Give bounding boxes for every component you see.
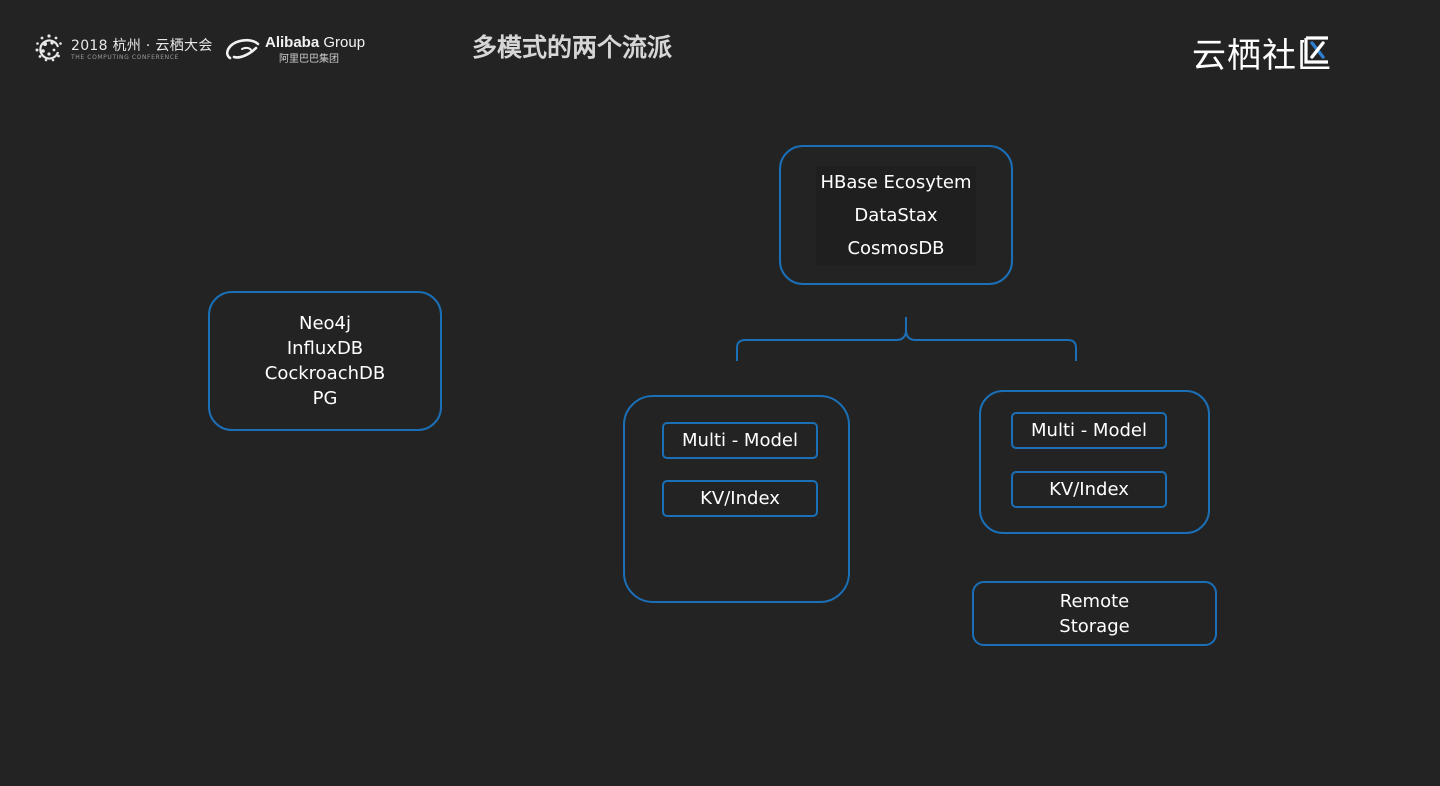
box-line: InfluxDB [286, 338, 364, 359]
multi-model-layer: Multi - Model [662, 422, 818, 459]
box-line: Remote [1059, 590, 1130, 612]
integrated-stack-box [623, 395, 850, 603]
conference-subtitle: THE COMPUTING CONFERENCE [71, 54, 179, 61]
alibaba-group-logo: Alibaba Group 阿里巴巴集团 [224, 34, 389, 65]
curly-brace-connector [736, 317, 1077, 361]
kv-index-layer: KV/Index [662, 480, 818, 517]
box-line: Neo4j [298, 313, 351, 334]
separated-stack-box [979, 390, 1210, 534]
slide-title: 多模式的两个流派 [472, 33, 673, 62]
remote-storage-box: Remote Storage [972, 581, 1217, 646]
multi-model-layer: Multi - Model [1011, 412, 1167, 449]
brand-x-icon [1304, 36, 1330, 64]
alibaba-chinese-name: 阿里巴巴集团 [279, 54, 339, 65]
box-text-group: HBase Ecosytem DataStax CosmosDB [816, 165, 976, 265]
multimodel-systems-box: HBase Ecosytem DataStax CosmosDB [779, 145, 1013, 285]
box-line: HBase Ecosytem [820, 171, 972, 193]
box-line: Storage [1059, 615, 1130, 637]
conference-logo: 2018 杭州 · 云栖大会 THE COMPUTING CONFERENCE [34, 33, 214, 65]
graph-tsdb-box: Neo4j InfluxDB CockroachDB PG [208, 291, 442, 431]
box-line: CosmosDB [847, 237, 945, 259]
box-line: DataStax [854, 204, 938, 226]
alibaba-name: Alibaba Group [265, 34, 366, 51]
conference-title: 2018 杭州 · 云栖大会 [71, 38, 213, 54]
box-line: CockroachDB [264, 363, 386, 384]
alibaba-logo-icon [226, 38, 260, 60]
box-line: PG [312, 388, 338, 409]
kv-index-layer: KV/Index [1011, 471, 1167, 508]
conference-logo-icon [35, 34, 62, 62]
